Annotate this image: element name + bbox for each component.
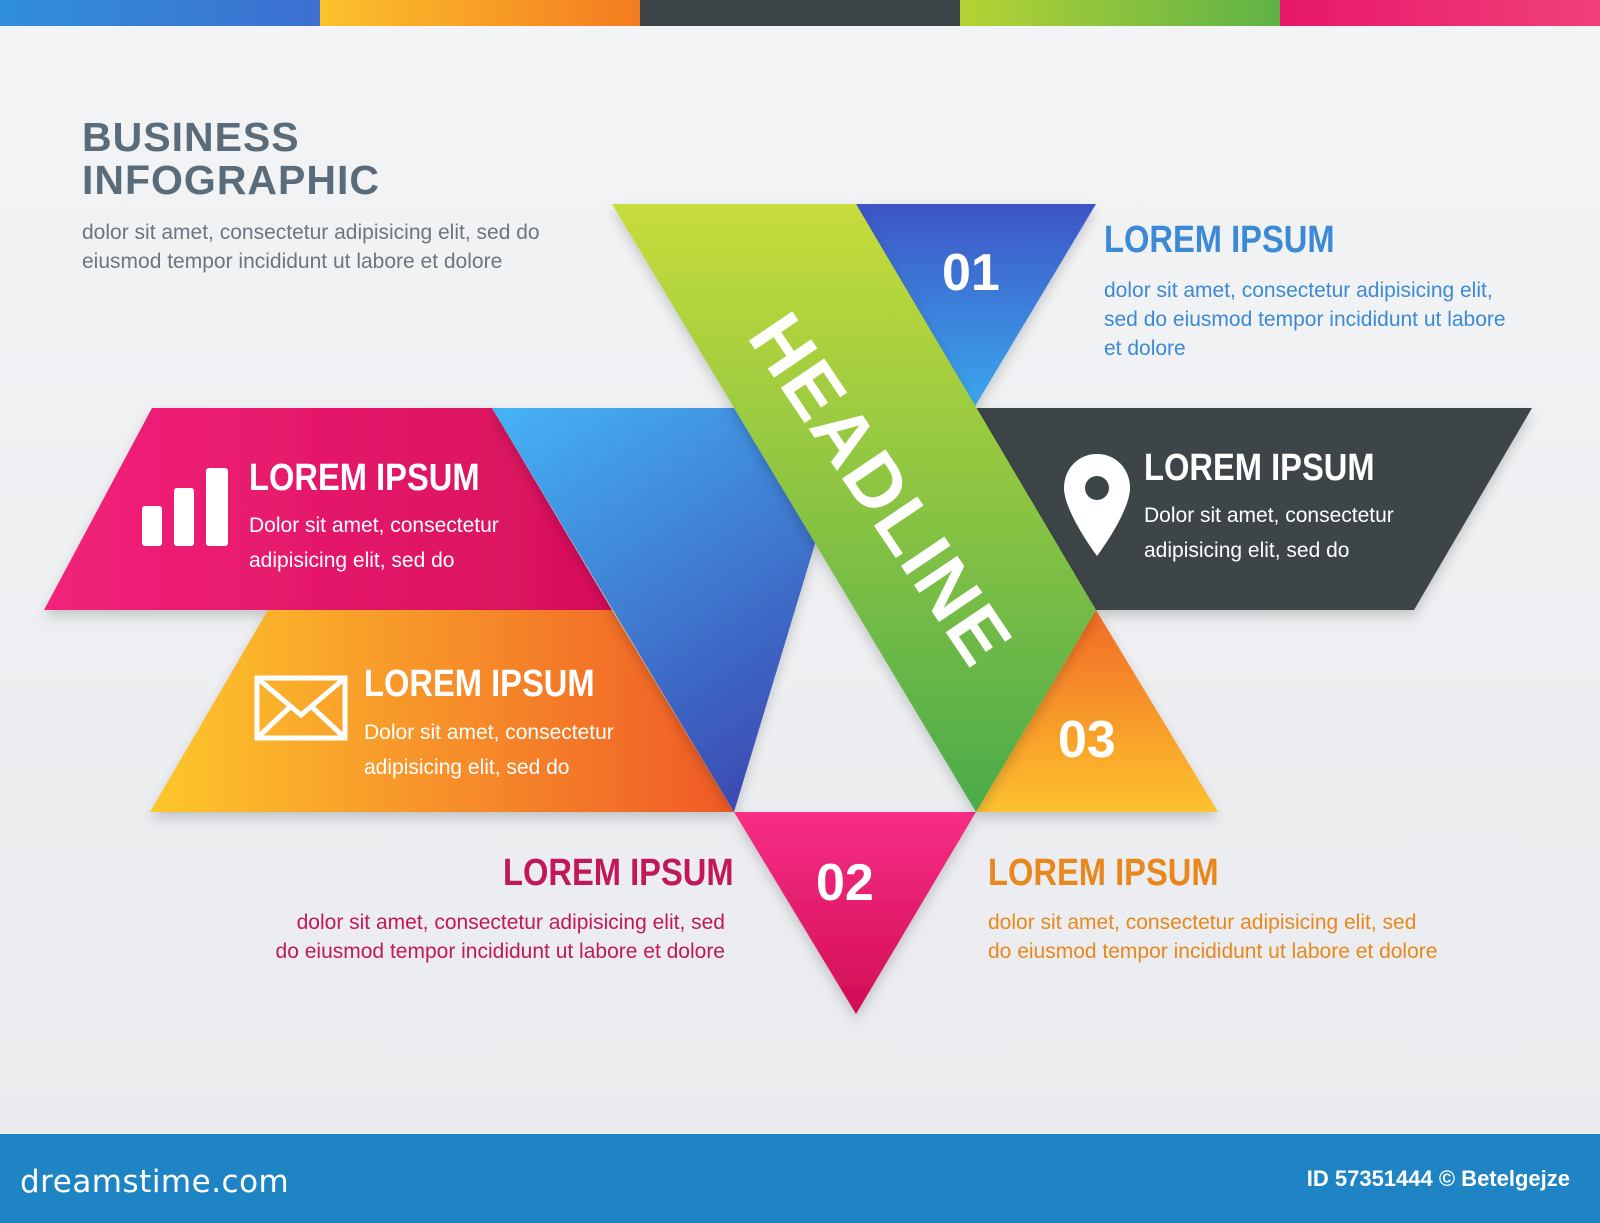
stripe-dark xyxy=(640,0,960,26)
footer-bar xyxy=(0,1134,1600,1223)
location-panel-heading: LOREM IPSUM xyxy=(1144,447,1375,489)
step-03-number: 03 xyxy=(1058,711,1116,769)
footer-credit: ID 57351444 © Betelgejze xyxy=(1306,1166,1570,1191)
chart-panel-shape xyxy=(44,408,612,610)
envelope-icon xyxy=(254,675,348,741)
chart-panel-heading: LOREM IPSUM xyxy=(249,457,480,499)
stripe-pink xyxy=(1280,0,1600,26)
step-02-text: dolor sit amet, consectetur adipisicing … xyxy=(275,911,725,963)
intro-text: dolor sit amet, consectetur adipisicing … xyxy=(82,221,540,273)
stripe-orange xyxy=(320,0,640,26)
stripe-green xyxy=(960,0,1280,26)
step-03-triangle xyxy=(976,610,1218,812)
mail-panel-heading: LOREM IPSUM xyxy=(364,663,595,705)
headline-band xyxy=(612,204,1096,812)
step-02-triangle xyxy=(734,812,976,1014)
bar-chart-icon xyxy=(142,468,228,546)
blue-triangle-shape xyxy=(492,408,856,812)
location-panel-text: Dolor sit amet, consectetur adipisicing … xyxy=(1144,504,1394,562)
step-03-heading: LOREM IPSUM xyxy=(988,852,1219,894)
footer-brand[interactable]: dreamstime.com xyxy=(20,1164,290,1200)
step-01-triangle xyxy=(856,204,1096,408)
step-02-heading: LOREM IPSUM xyxy=(503,852,734,894)
stripe-blue xyxy=(0,0,320,26)
step-01-text: dolor sit amet, consectetur adipisicing … xyxy=(1104,279,1506,360)
title-line-1: BUSINESS xyxy=(82,114,300,160)
top-color-stripes xyxy=(0,0,1600,26)
step-01-number: 01 xyxy=(942,244,1000,302)
map-pin-icon xyxy=(1064,454,1130,556)
title-line-2: INFOGRAPHIC xyxy=(82,157,380,203)
mail-panel-text: Dolor sit amet, consectetur adipisicing … xyxy=(364,721,614,779)
step-01-heading: LOREM IPSUM xyxy=(1104,219,1335,261)
page-title: BUSINESS INFOGRAPHIC xyxy=(82,116,502,202)
chart-panel-text: Dolor sit amet, consectetur adipisicing … xyxy=(249,514,499,572)
step-03-text: dolor sit amet, consectetur adipisicing … xyxy=(988,911,1438,963)
step-02-number: 02 xyxy=(816,854,874,912)
mail-panel-shape xyxy=(150,610,734,812)
